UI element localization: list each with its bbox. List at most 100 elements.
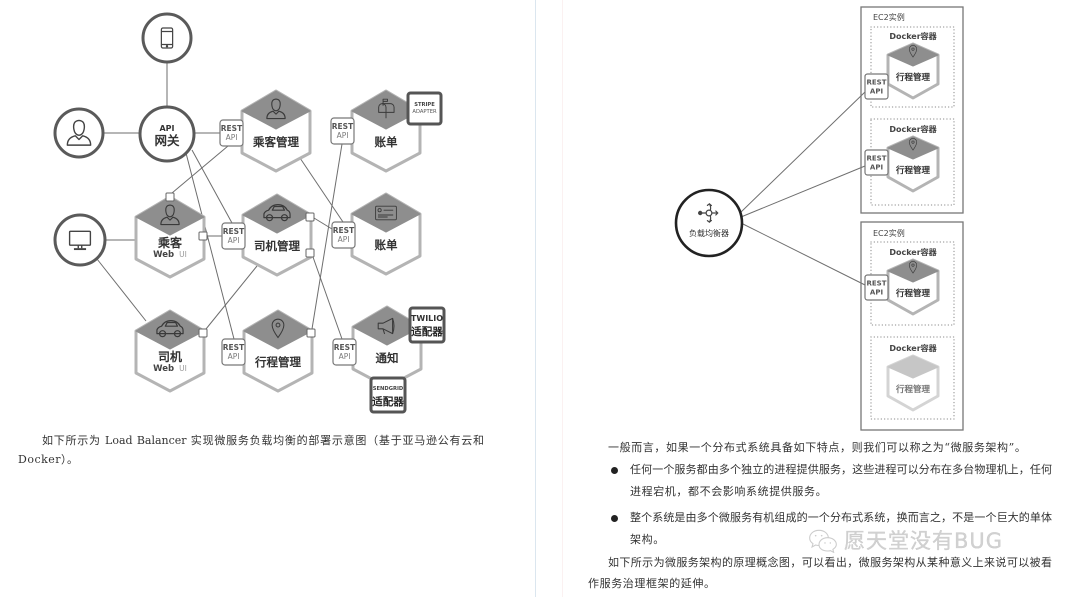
docker-container-box xyxy=(870,26,955,108)
adapter-name: SENDGRID xyxy=(373,386,404,392)
web-ui-title: 乘客 xyxy=(157,235,183,250)
api-gateway: API 网关 xyxy=(138,105,196,163)
load-balancer: 负载均衡器 xyxy=(674,188,744,258)
rest-label: REST xyxy=(867,280,887,288)
closing-paragraph-line: 如下所示为微服务架构的原理概念图，可以看出，微服务架构从某种意义上来说可以被看 xyxy=(608,556,1052,569)
passenger-web-ui: 乘客 Web UI xyxy=(134,195,206,279)
service-label: 行程管理 xyxy=(895,384,931,395)
hexagon-top-face xyxy=(242,194,312,234)
web-label: Web xyxy=(153,364,174,374)
service-label: 行程管理 xyxy=(895,72,931,83)
hexagon-top-face xyxy=(887,43,939,67)
port-connector xyxy=(306,328,316,338)
service-label: 通知 xyxy=(376,351,399,365)
docker-container-inactive: Docker容器 行程管理 xyxy=(870,336,955,420)
load-balancer-label: 负载均衡器 xyxy=(689,228,729,238)
ec2-instance-box xyxy=(860,6,964,214)
trip-management-service: 行程管理 xyxy=(886,135,940,193)
connector-line xyxy=(312,256,343,340)
connector-line xyxy=(740,165,866,218)
service-notification: 通知 xyxy=(351,305,423,389)
connector-line xyxy=(313,217,333,230)
api-label: API xyxy=(226,133,238,142)
api-label: API xyxy=(337,131,349,140)
adapter-box xyxy=(408,306,446,344)
hexagon-top-face xyxy=(887,355,939,379)
docker-label: Docker容器 xyxy=(889,124,937,134)
gateway-label-top: API xyxy=(159,124,174,133)
rest-label: REST xyxy=(333,226,355,235)
docker-container: Docker容器 行程管理 REST API xyxy=(864,118,955,206)
web-label: Web xyxy=(153,250,174,260)
api-label: API xyxy=(870,88,883,96)
rest-api-badge: REST API xyxy=(332,338,357,366)
ui-label: UI xyxy=(179,364,187,373)
api-label: API xyxy=(228,352,240,361)
hexagon-top-face xyxy=(243,310,313,350)
trip-management-service: 行程管理 xyxy=(886,258,940,316)
svg-text:Web UI: Web UI xyxy=(153,356,187,375)
client-circle xyxy=(141,12,193,64)
rest-label: REST xyxy=(221,124,243,133)
watermark-text: 愿天堂没有BUG xyxy=(844,529,1004,553)
adapter-type: 适配器 xyxy=(372,395,404,408)
docker-container-box xyxy=(870,118,955,206)
rest-api-box xyxy=(221,222,246,250)
hexagon-top-face xyxy=(887,136,939,160)
mobile-client xyxy=(141,12,193,64)
balancer-lines xyxy=(739,91,866,286)
bullet-text-line: 整个系统是由多个微服务有机组成的一个分布式系统，换而言之，不是一个巨大的单体 xyxy=(630,511,1052,524)
gateway-label: 网关 xyxy=(154,133,180,148)
ec2-instance: EC2实例 Docker容器 行程管理 REST API Dock xyxy=(860,221,964,431)
connector-line xyxy=(171,145,229,194)
load-balancer-deployment-diagram: 负载均衡器 EC2实例 Docker容器 行程管理 REST API xyxy=(674,6,964,431)
rest-label: REST xyxy=(867,155,887,163)
rest-api-box xyxy=(330,117,355,145)
rest-api-box xyxy=(864,73,889,100)
ec2-label: EC2实例 xyxy=(873,228,905,238)
api-label: API xyxy=(339,352,351,361)
ec2-instance: EC2实例 Docker容器 行程管理 REST API Dock xyxy=(860,6,964,214)
watermark: 愿天堂没有BUG xyxy=(808,528,1003,554)
hexagon-top-face xyxy=(351,193,421,233)
hexagon-top-face xyxy=(135,310,205,350)
gateway-circle xyxy=(138,105,196,163)
connector-line xyxy=(740,222,866,286)
service-billing: 账单 xyxy=(350,192,422,276)
hexagon-top-face xyxy=(241,90,311,130)
svg-text:Web UI: Web UI xyxy=(153,242,187,261)
hexagon-top-face xyxy=(135,196,205,236)
service-label: 行程管理 xyxy=(895,288,931,299)
docker-container: Docker容器 行程管理 REST API xyxy=(864,241,955,326)
api-label: API xyxy=(870,289,883,297)
docker-label: Docker容器 xyxy=(889,343,937,353)
rest-api-badge: REST API xyxy=(864,73,889,100)
rest-api-badge: REST API xyxy=(221,222,246,250)
service-label: 账单 xyxy=(375,135,398,149)
driver-web-ui: 司机 Web UI xyxy=(134,309,206,393)
rest-label: REST xyxy=(332,122,354,131)
web-ui-title: 司机 xyxy=(158,349,182,364)
user-client xyxy=(53,107,105,159)
bullet-icon xyxy=(611,467,618,474)
port-connector xyxy=(305,248,315,258)
api-label: API xyxy=(338,235,350,244)
rest-api-badge: REST API xyxy=(864,149,889,176)
rest-api-box xyxy=(331,221,356,249)
rest-api-badge: REST API xyxy=(330,117,355,145)
docker-container: Docker容器 行程管理 REST API xyxy=(864,26,955,108)
trip-management-service-inactive: 行程管理 xyxy=(886,354,940,412)
twilio-adapter: TWILIO 适配器 xyxy=(408,306,446,344)
hexagon-top-face xyxy=(887,259,939,283)
connector-line xyxy=(311,143,343,330)
port-connector xyxy=(198,328,208,338)
ec2-label: EC2实例 xyxy=(873,12,905,22)
client-circle xyxy=(53,107,105,159)
service-label: 账单 xyxy=(375,238,398,252)
browser-client xyxy=(53,213,107,267)
docker-label: Docker容器 xyxy=(889,31,937,41)
connector-line xyxy=(185,152,235,340)
rest-api-badge: REST API xyxy=(221,338,246,366)
microservices-architecture-diagram: API 网关 乘客 Web UI 司机 Web UI 乘客管理 xyxy=(53,12,446,414)
